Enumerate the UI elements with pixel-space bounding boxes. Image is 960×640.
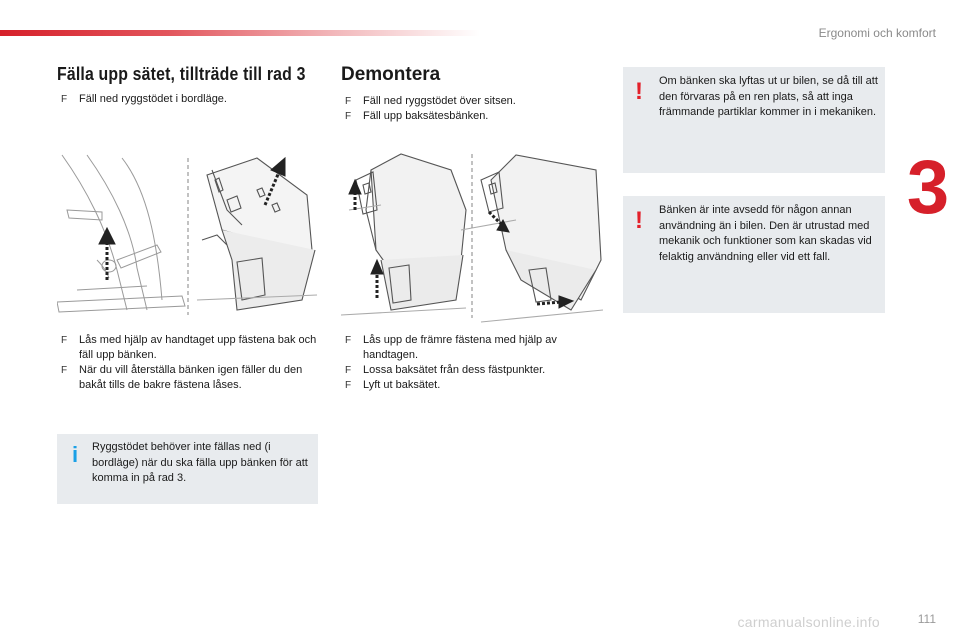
bullet-marker: F xyxy=(60,94,68,105)
chapter-number: 3 xyxy=(906,145,950,230)
page-number: 111 xyxy=(917,612,936,626)
column1-title: Fälla upp sätet, tillträde till rad 3 xyxy=(57,64,306,84)
exclamation-icon: ! xyxy=(635,78,643,105)
bullet-marker: F xyxy=(344,96,352,107)
info-text: Ryggstödet behöver inte fällas ned (i bo… xyxy=(92,441,308,484)
bullet-marker: F xyxy=(344,380,352,391)
bullet-marker: F xyxy=(344,365,352,376)
seat-removal-illustration xyxy=(340,150,604,325)
bullet-marker: F xyxy=(344,111,352,122)
seat-fold-illustration xyxy=(56,150,319,322)
warning-box xyxy=(623,196,885,313)
bullet-marker: F xyxy=(344,335,352,346)
watermark: carmanualsonline.info xyxy=(737,614,880,630)
bullet-marker: F xyxy=(60,335,68,346)
header-accent-bar xyxy=(0,30,480,36)
info-box xyxy=(57,434,318,504)
bullet-marker: F xyxy=(60,365,68,376)
column2-title: Demontera xyxy=(341,64,441,85)
warning-box xyxy=(623,67,885,173)
warning-text: Om bänken ska lyftas ut ur bilen, se då … xyxy=(659,75,878,118)
section-title: Ergonomi och komfort xyxy=(818,26,936,40)
warning-text: Bänken är inte avsedd för någon annan an… xyxy=(659,204,872,263)
exclamation-icon: ! xyxy=(635,207,643,234)
info-icon: i xyxy=(71,442,79,467)
